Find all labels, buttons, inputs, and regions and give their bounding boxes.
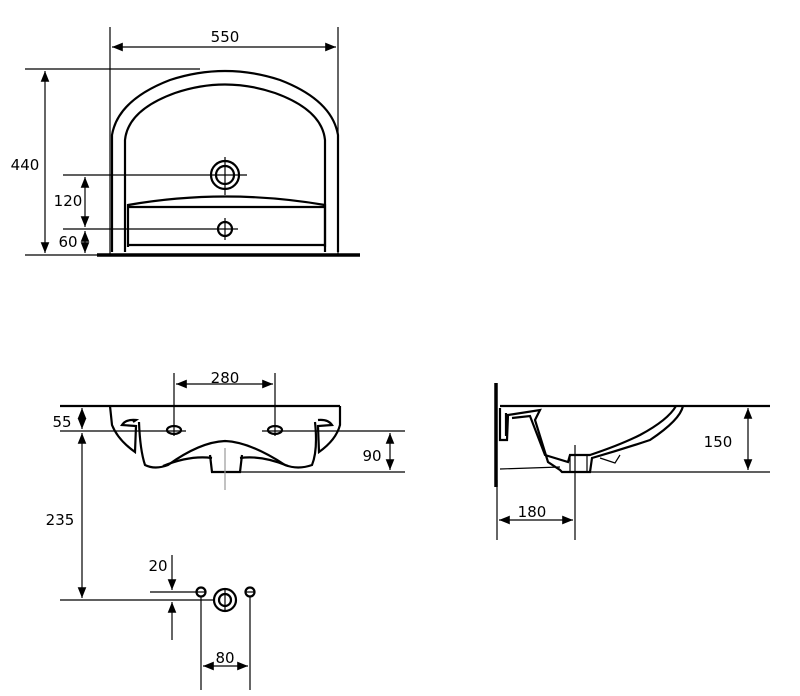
overflow-hole-icon bbox=[213, 218, 238, 240]
front-panel bbox=[126, 195, 327, 247]
height-label: 150 bbox=[704, 433, 733, 451]
tap-hole-icon bbox=[208, 157, 247, 195]
basin-front-outline bbox=[108, 405, 342, 469]
front-view: 280 55 90 235 20 80 bbox=[46, 369, 405, 690]
depth-label: 440 bbox=[11, 156, 40, 174]
fixing-spacing-label: 80 bbox=[215, 649, 234, 667]
fixing-hole-left-icon bbox=[195, 586, 207, 598]
rim-to-holes-label: 55 bbox=[52, 413, 71, 431]
fixing-offset-label: 20 bbox=[148, 557, 167, 575]
basin-section-outer bbox=[498, 405, 685, 474]
wall-to-drain-label: 180 bbox=[518, 503, 547, 521]
overflow-offset-label: 60 bbox=[58, 233, 77, 251]
side-view: 180 150 bbox=[494, 383, 770, 540]
tap-hole-left-icon bbox=[165, 424, 183, 436]
basin-outer-outline bbox=[110, 69, 340, 252]
basin-section-inner bbox=[504, 405, 677, 464]
width-label: 550 bbox=[211, 28, 240, 46]
basin-inner-outline bbox=[123, 83, 327, 252]
drain-outlet bbox=[208, 454, 244, 474]
holes-to-fixings-label: 235 bbox=[46, 511, 75, 529]
tap-hole-right-icon bbox=[266, 424, 284, 436]
waste-outlet-icon bbox=[212, 587, 238, 613]
tap-spacing-label: 280 bbox=[211, 369, 240, 387]
bowl-depth-label: 90 bbox=[362, 447, 381, 465]
fixing-hole-right-icon bbox=[244, 586, 256, 598]
top-view: 550 440 120 60 bbox=[11, 27, 360, 257]
tap-offset-label: 120 bbox=[54, 192, 83, 210]
